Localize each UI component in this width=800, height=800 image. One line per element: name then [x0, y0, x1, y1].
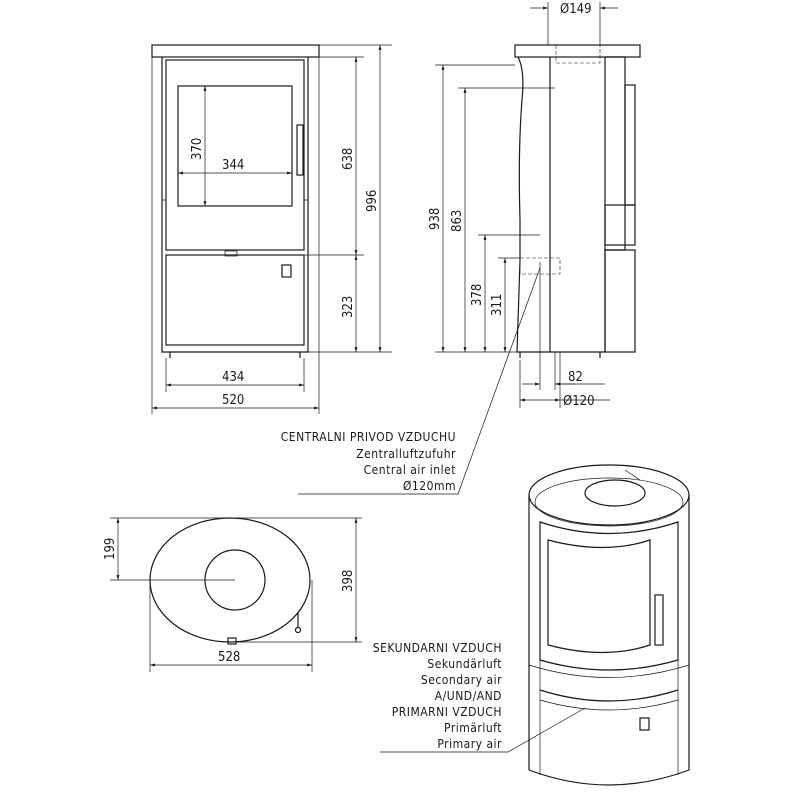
- front-view: 370 344 638 323 996 434 520: [151, 44, 392, 414]
- dim-door-height: 638: [341, 148, 356, 170]
- central-air-label-en: Central air inlet: [364, 463, 456, 477]
- dim-top-height: 863: [450, 210, 465, 232]
- air-label-secondary-en: Secondary air: [421, 673, 502, 687]
- air-label-primary-en: Primary air: [437, 737, 502, 751]
- dim-window-height: 370: [190, 138, 205, 160]
- dim-lower-height: 323: [341, 296, 356, 318]
- air-label-secondary-cz: SEKUNDARNI VZDUCH: [373, 641, 502, 655]
- air-label-and: A/UND/AND: [435, 689, 502, 703]
- dim-total-height: 996: [365, 190, 380, 212]
- central-air-label-cz: CENTRALNI PRIVOD VZDUCHU: [281, 430, 456, 444]
- air-label-primary-de: Primärluft: [444, 721, 502, 735]
- dim-flue-height: 938: [428, 208, 443, 230]
- air-callout: SEKUNDARNI VZDUCH Sekundärluft Secondary…: [373, 641, 586, 753]
- dim-depth: 398: [341, 570, 356, 592]
- dim-inlet-top: 378: [470, 284, 485, 306]
- side-view: Ø149 938 863 378 311 82 Ø120: [428, 2, 641, 409]
- dim-window-width: 344: [222, 158, 244, 173]
- dim-depth-center: 199: [103, 538, 118, 560]
- air-label-secondary-de: Sekundärluft: [427, 657, 502, 671]
- dim-inlet-offset: 82: [568, 370, 583, 385]
- central-air-label-de: Zentralluftzufuhr: [356, 447, 456, 461]
- dim-width: 528: [218, 650, 240, 665]
- top-view: 199 398 528: [103, 517, 362, 672]
- perspective-view: [528, 464, 690, 786]
- dim-base-width: 434: [222, 370, 244, 385]
- central-air-label-size: Ø120mm: [403, 479, 456, 493]
- dim-inlet-center: 311: [490, 294, 505, 316]
- dim-flue-diameter: Ø149: [560, 2, 592, 17]
- dim-total-width: 520: [222, 393, 244, 408]
- dim-inlet-diameter: Ø120: [563, 394, 595, 409]
- central-air-callout: CENTRALNI PRIVOD VZDUCHU Zentralluftzufu…: [281, 267, 541, 495]
- air-label-primary-cz: PRIMARNI VZDUCH: [392, 705, 502, 719]
